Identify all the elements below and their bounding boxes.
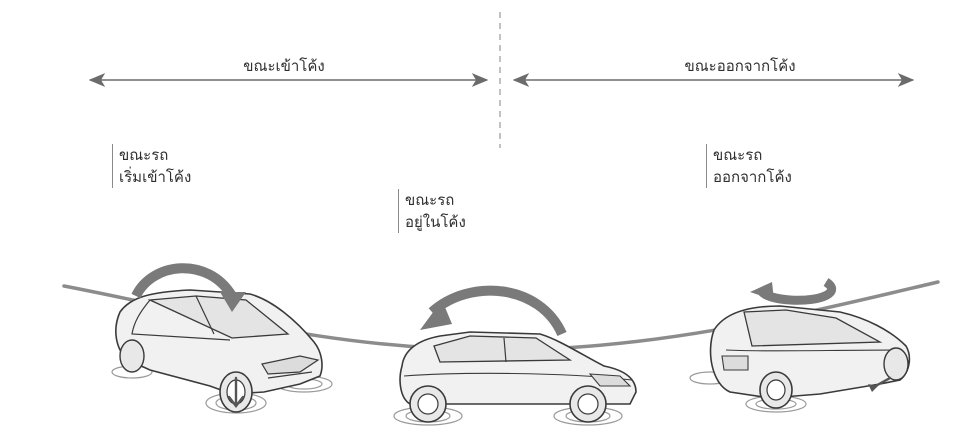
caption-exiting-line2: ออกจากโค้ง (713, 168, 792, 186)
caption-exiting: ขณะรถ ออกจากโค้ง (706, 144, 792, 188)
roll-arrow-icon (428, 285, 567, 337)
down-arrow-icon (227, 376, 245, 408)
car-entering-corner (111, 289, 333, 414)
caption-entering: ขณะรถ เริ่มเข้าโค้ง (112, 144, 191, 188)
caption-entering-line1: ขณะรถ (119, 146, 169, 164)
caption-entering-line2: เริ่มเข้าโค้ง (119, 168, 192, 186)
car-exiting-corner (689, 305, 911, 413)
caption-in-corner: ขณะรถ อยู่ในโค้ง (398, 189, 466, 233)
car-in-corner (393, 331, 637, 426)
pitch-forward-arrow-icon (131, 263, 237, 299)
caption-exiting-line1: ขณะรถ (713, 146, 763, 164)
entering-phase-label: ขณะเข้าโค้ง (243, 57, 325, 75)
exiting-phase-label: ขณะออกจากโค้ง (684, 57, 796, 75)
caption-in-corner-line2: อยู่ในโค้ง (405, 213, 466, 231)
caption-in-corner-line1: ขณะรถ (405, 191, 455, 209)
